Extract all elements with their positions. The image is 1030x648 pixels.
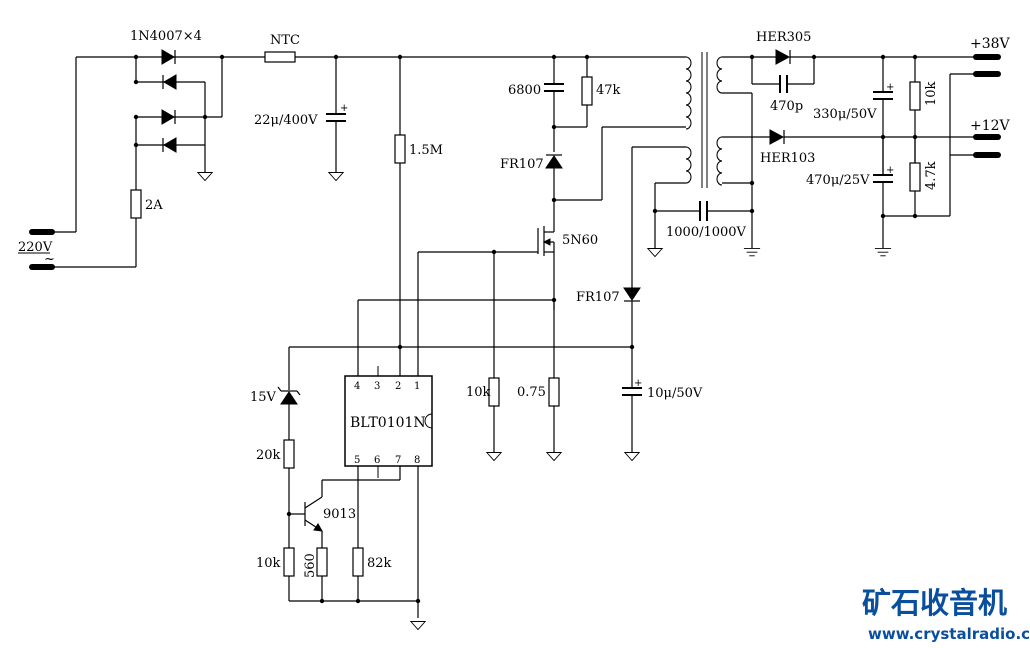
cap-330u-label: 330μ/50V bbox=[813, 107, 877, 122]
snubber-resistor-label: 47k bbox=[596, 83, 621, 98]
resistor-4k7 bbox=[909, 162, 921, 192]
ntc-thermistor bbox=[264, 51, 296, 63]
resistor-82k-label: 82k bbox=[367, 556, 392, 571]
watermark: 矿石收音机 www.crystalradio.cn bbox=[862, 586, 1030, 643]
snubber-diode-label: FR107 bbox=[500, 157, 544, 172]
sense-resistor-label: 0.75 bbox=[517, 385, 546, 400]
diode-38v-label: HER305 bbox=[756, 30, 811, 45]
fuse-2a bbox=[130, 189, 142, 219]
pin-7: 7 bbox=[395, 455, 401, 466]
fuse-label: 2A bbox=[145, 198, 163, 213]
y-cap-label: 1000/1000V bbox=[666, 225, 747, 240]
mosfet-5n60: 5N60 10k 0.75 bbox=[357, 222, 598, 462]
chip-name: BLT0101N bbox=[350, 415, 426, 431]
resistor-560 bbox=[316, 547, 328, 577]
snubber: 6800 47k FR107 bbox=[500, 57, 686, 222]
resistor-10k-base-label: 10k bbox=[256, 556, 281, 571]
resistor-20k-label: 20k bbox=[256, 448, 281, 463]
bulk-cap-label: 22μ/400V bbox=[254, 113, 318, 128]
diode-12v-label: HER103 bbox=[760, 151, 815, 166]
mains-input: 2A 220V ~ bbox=[18, 56, 163, 270]
hv-bus: NTC + 22μ/400V 1.5M bbox=[222, 33, 686, 376]
watermark-brand: 矿石收音机 bbox=[862, 586, 1007, 620]
pin-2: 2 bbox=[395, 381, 401, 392]
startup-resistor bbox=[394, 134, 406, 164]
mains-label: 220V bbox=[18, 240, 53, 255]
bridge-label: 1N4007×4 bbox=[130, 29, 202, 44]
resistor-82k bbox=[352, 547, 364, 577]
pin-4: 4 bbox=[354, 381, 360, 392]
cap-470u-label: 470μ/25V bbox=[806, 173, 870, 188]
gate-resistor bbox=[488, 377, 500, 407]
watermark-url: www.crystalradio.cn bbox=[868, 625, 1030, 643]
sense-resistor bbox=[548, 377, 560, 407]
svg-text:+: + bbox=[340, 103, 348, 114]
snubber-resistor bbox=[581, 76, 593, 106]
transformer: 1000/1000V bbox=[647, 52, 770, 258]
pin-8: 8 bbox=[414, 455, 420, 466]
pin-1: 1 bbox=[414, 381, 420, 392]
output-12v: HER103 + 470μ/25V 4.7k +12V bbox=[760, 118, 1011, 257]
ntc-label: NTC bbox=[270, 33, 300, 48]
cap-470p-label: 470p bbox=[770, 99, 803, 114]
rail-38v-label: +38V bbox=[970, 36, 1011, 52]
startup-resistor-label: 1.5M bbox=[409, 143, 443, 158]
transistor-label: 9013 bbox=[323, 507, 356, 522]
output-38v: HER305 470p + 330μ/50V 10k +38V bbox=[749, 30, 1011, 216]
resistor-560-label: 560 bbox=[303, 553, 318, 578]
svg-text:+: + bbox=[886, 165, 894, 176]
zener-label: 15V bbox=[250, 390, 277, 405]
resistor-20k bbox=[283, 439, 295, 469]
aux-cap-label: 10μ/50V bbox=[647, 386, 703, 401]
protection-circuit: 15V 20k 9013 10k 560 82k bbox=[250, 347, 426, 631]
rail-12v-label: +12V bbox=[970, 118, 1011, 134]
controller-chip: BLT0101N 4 3 2 1 5 6 7 8 bbox=[344, 366, 433, 478]
resistor-4k7-label: 4.7k bbox=[924, 161, 939, 190]
mains-ac-label: ~ bbox=[44, 252, 55, 267]
pin-5: 5 bbox=[354, 455, 360, 466]
gate-resistor-label: 10k bbox=[466, 385, 491, 400]
aux-supply: FR107 + 10μ/50V bbox=[289, 146, 703, 462]
bridge-rectifier: 1N4007×4 bbox=[130, 29, 225, 182]
svg-text:+: + bbox=[634, 378, 642, 389]
pin-6: 6 bbox=[374, 455, 380, 466]
resistor-10k-out-label: 10k bbox=[924, 81, 939, 106]
mosfet-label: 5N60 bbox=[562, 233, 598, 248]
pin-3: 3 bbox=[374, 381, 380, 392]
svg-text:+: + bbox=[886, 82, 894, 93]
aux-diode-label: FR107 bbox=[576, 290, 620, 305]
resistor-10k-out bbox=[909, 81, 921, 111]
snubber-cap-label: 6800 bbox=[508, 83, 541, 98]
resistor-10k-base bbox=[283, 547, 295, 577]
